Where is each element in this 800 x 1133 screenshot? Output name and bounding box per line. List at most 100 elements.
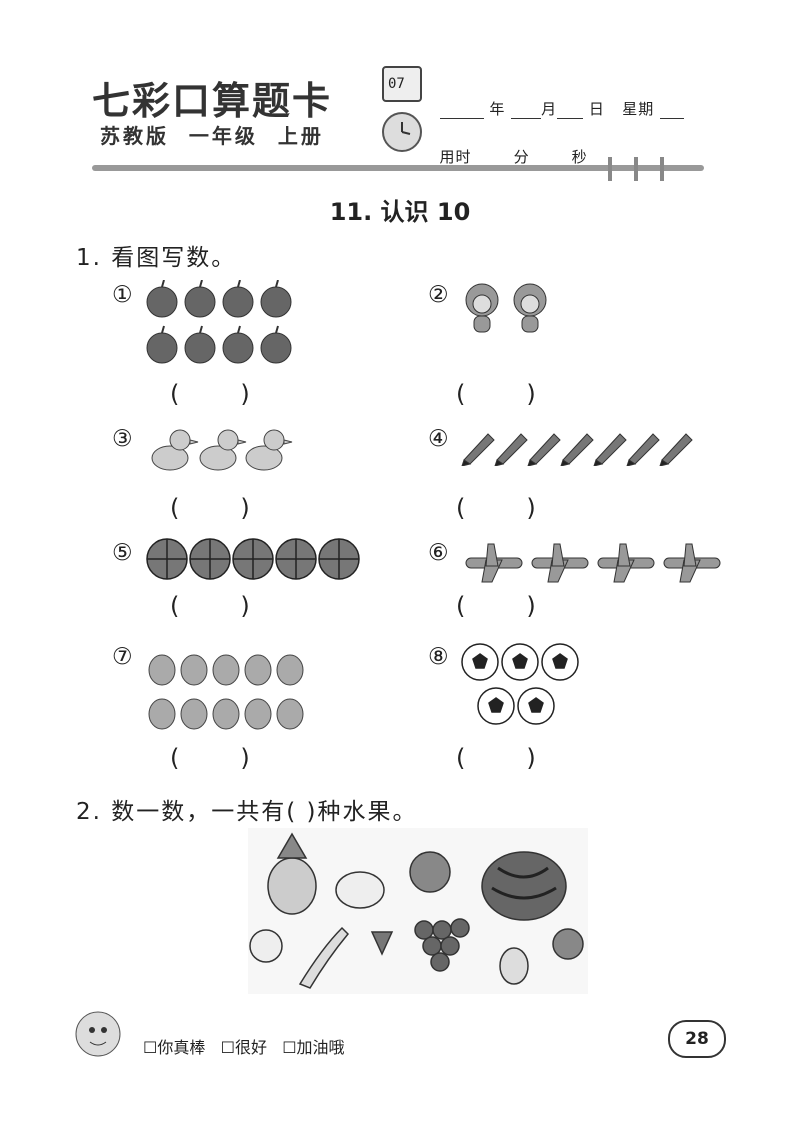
apple-icon: [184, 325, 216, 364]
pencil-group: [461, 433, 693, 466]
question-2-heading: 2. 数一数，一共有( )种水果。: [76, 799, 418, 825]
soccer-ball-icon: [477, 687, 515, 725]
basketball-icon: [275, 538, 317, 580]
pear-group: [148, 654, 304, 730]
apple-icon: [184, 280, 216, 318]
pencil-icon: [560, 433, 594, 466]
monkey-icon: [513, 283, 547, 333]
pear-icon: [180, 654, 208, 686]
fruit-illustration: [248, 828, 588, 994]
seconds-label: 秒: [571, 148, 588, 166]
divider-knob: [634, 157, 638, 181]
year-blank[interactable]: [439, 104, 484, 119]
apple-icon: [222, 280, 254, 318]
basketball-icon: [189, 538, 231, 580]
weekday-blank[interactable]: [660, 104, 685, 119]
item-number: ③: [112, 426, 133, 452]
time-fields: 用时 分 秒: [428, 128, 588, 167]
day-blank[interactable]: [557, 104, 584, 119]
airplane-icon: [597, 543, 655, 583]
date-fields: 年 月 日 星期: [428, 80, 685, 119]
pear-icon: [244, 698, 272, 730]
time-label: 用时: [439, 148, 472, 166]
minutes-label: 分: [513, 148, 530, 166]
answer-blank[interactable]: ( ): [170, 494, 250, 522]
pencil-icon: [659, 433, 693, 466]
calendar-icon: 07: [382, 66, 422, 102]
day-label: 日: [588, 100, 605, 118]
apple-icon: [222, 325, 254, 364]
orange-icon: [409, 851, 451, 893]
soccer-ball-icon: [541, 643, 579, 681]
mascot-icon: [70, 1006, 130, 1066]
pear-icon: [148, 698, 176, 730]
basketball-icon: [318, 538, 360, 580]
clock-icon: [382, 112, 422, 152]
monkey-group: [465, 283, 547, 333]
lesson-title: 11. 认识 10: [329, 198, 471, 226]
pencil-icon: [461, 433, 495, 466]
pear-icon: [276, 654, 304, 686]
apple-icon: [146, 280, 178, 318]
answer-blank[interactable]: ( ): [456, 494, 536, 522]
pear-icon: [276, 698, 304, 730]
strawberry-icon: [370, 931, 394, 956]
pencil-icon: [527, 433, 561, 466]
bird-icon: [199, 429, 247, 471]
apple-icon: [260, 325, 292, 364]
item-number: ⑦: [112, 644, 133, 670]
grapes-icon: [414, 918, 470, 972]
pencil-icon: [593, 433, 627, 466]
mascot-figure-icon: [75, 1011, 121, 1057]
answer-blank[interactable]: ( ): [456, 744, 536, 772]
divider-knob: [608, 157, 612, 181]
answer-blank[interactable]: ( ): [456, 592, 536, 620]
answer-blank[interactable]: ( ): [170, 592, 250, 620]
pencil-icon: [626, 433, 660, 466]
pear-icon: [499, 947, 529, 985]
pencil-icon: [494, 433, 528, 466]
pear-icon: [180, 698, 208, 730]
self-evaluation-options[interactable]: ☐你真棒 ☐很好 ☐加油哦: [143, 1038, 345, 1057]
page-number: 28: [668, 1020, 726, 1058]
weekday-label: 星期: [622, 100, 655, 118]
header-divider: [92, 165, 704, 171]
basketball-icon: [146, 538, 188, 580]
apple-group: [146, 280, 292, 364]
soccer-ball-icon: [461, 643, 499, 681]
lemon-icon: [335, 871, 385, 909]
monkey-icon: [465, 283, 499, 333]
apple-icon: [260, 280, 292, 318]
bird-icon: [151, 429, 199, 471]
item-number: ⑤: [112, 540, 133, 566]
item-number: ②: [428, 282, 449, 308]
pear-icon: [212, 654, 240, 686]
item-number: ④: [428, 426, 449, 452]
answer-blank[interactable]: ( ): [170, 744, 250, 772]
edition-label: 苏教版 一年级 上册: [100, 124, 324, 148]
soccer-ball-icon: [501, 643, 539, 681]
month-blank[interactable]: [511, 104, 542, 119]
watermelon-icon: [481, 851, 567, 921]
basketball-icon: [232, 538, 274, 580]
item-number: ⑥: [428, 540, 449, 566]
fruit-collection: [249, 832, 584, 989]
bird-group: [151, 429, 293, 471]
pear-icon: [244, 654, 272, 686]
month-label: 月: [541, 100, 558, 118]
apple-icon: [552, 928, 584, 960]
airplane-icon: [663, 543, 721, 583]
banana-icon: [298, 926, 350, 989]
calendar-day: 07: [388, 76, 405, 92]
airplane-icon: [531, 543, 589, 583]
pear-icon: [212, 698, 240, 730]
basketball-group: [146, 538, 360, 580]
apple-icon: [146, 325, 178, 364]
airplane-group: [465, 543, 721, 583]
answer-blank[interactable]: ( ): [170, 380, 250, 408]
answer-blank[interactable]: ( ): [456, 380, 536, 408]
question-1-heading: 1. 看图写数。: [76, 245, 237, 271]
divider-knob: [660, 157, 664, 181]
brand-logo: 七彩口算题卡: [92, 78, 333, 123]
airplane-icon: [465, 543, 523, 583]
